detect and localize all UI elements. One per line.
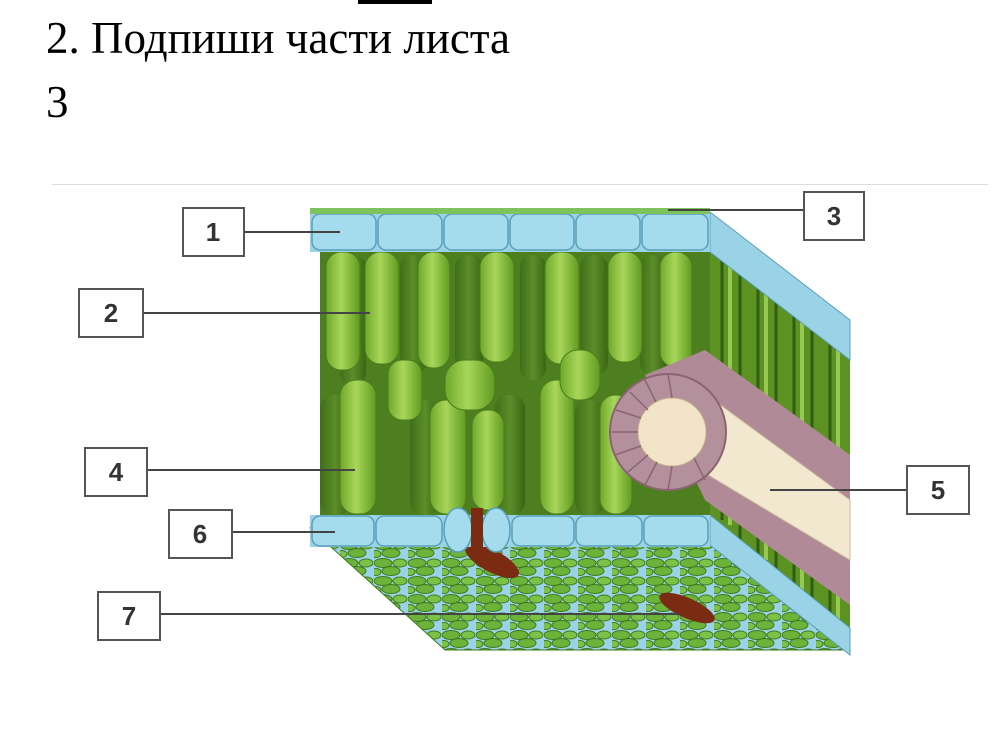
svg-text:5: 5 [931, 475, 945, 505]
label-3: 3 [804, 192, 864, 240]
svg-text:7: 7 [122, 601, 136, 631]
label-7: 7 [98, 592, 160, 640]
label-6: 6 [169, 510, 232, 558]
label-5: 5 [907, 466, 969, 514]
svg-text:1: 1 [206, 217, 220, 247]
svg-text:3: 3 [827, 201, 841, 231]
label-2: 2 [79, 289, 143, 337]
svg-text:2: 2 [104, 298, 118, 328]
svg-text:6: 6 [193, 519, 207, 549]
label-4: 4 [85, 448, 147, 496]
upper-epidermis [310, 208, 710, 252]
svg-text:4: 4 [109, 457, 124, 487]
label-1: 1 [183, 208, 244, 256]
